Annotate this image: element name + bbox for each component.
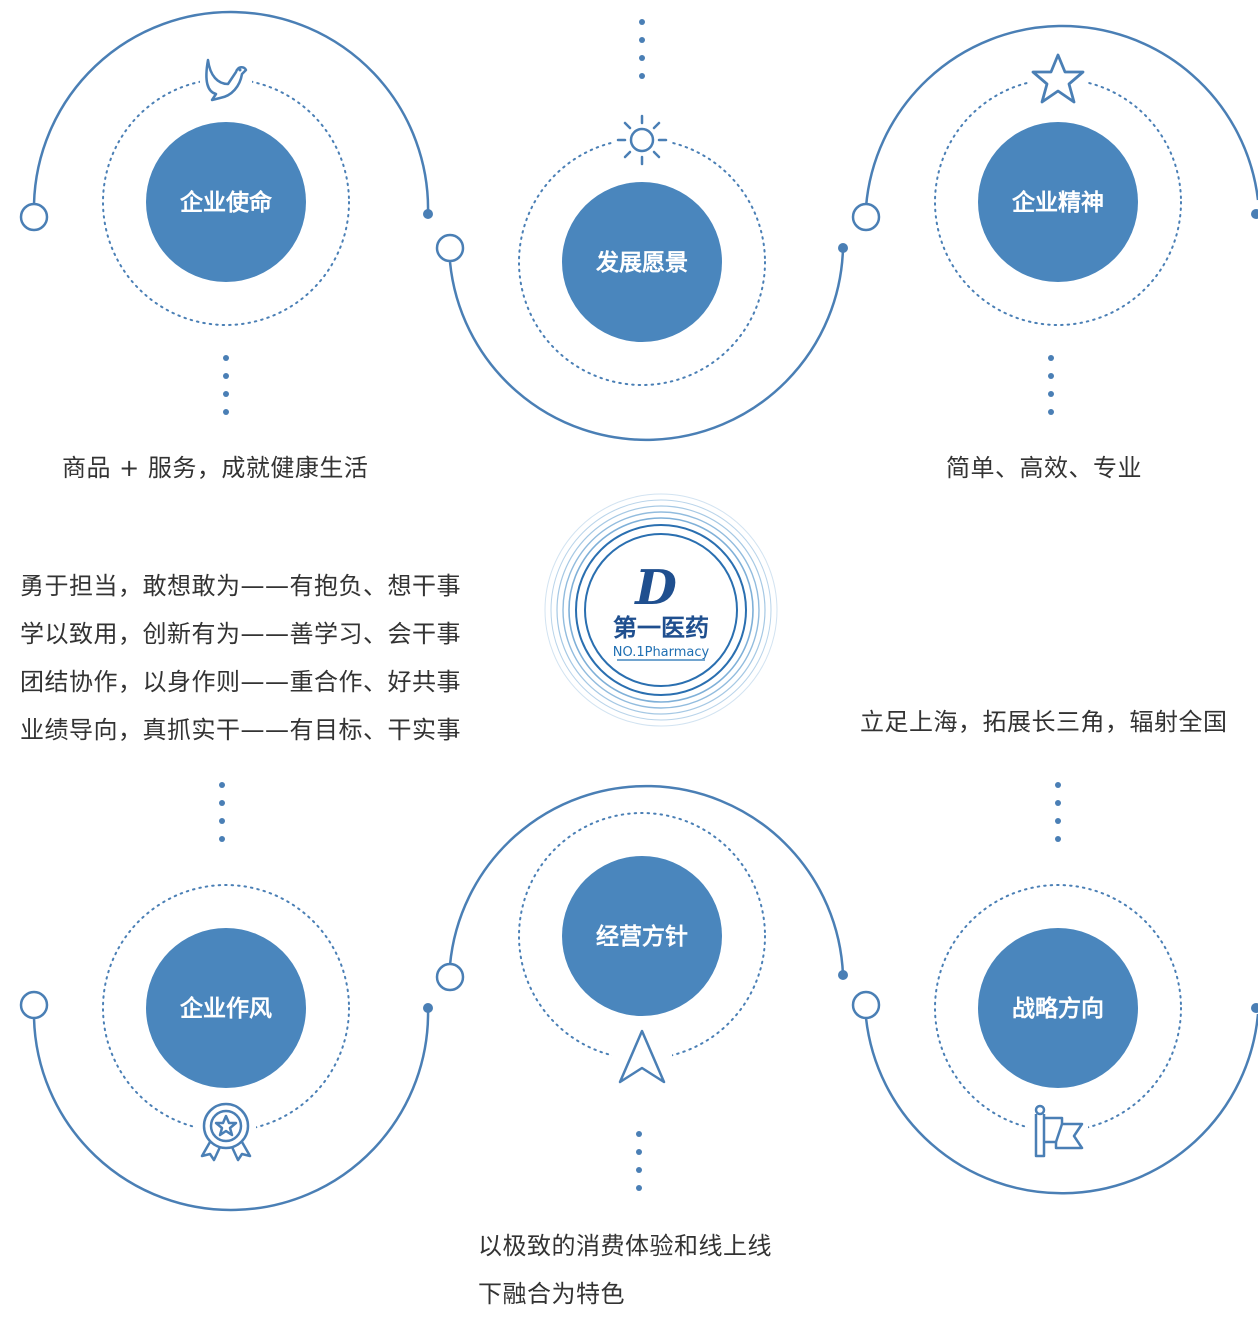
arc-policy xyxy=(448,784,845,976)
logo-rings xyxy=(544,493,778,727)
node-spirit: 企业精神 xyxy=(978,122,1138,282)
logo-name-cn: 第一医药 xyxy=(613,613,709,642)
node-strategy: 战略方向 xyxy=(978,928,1138,1088)
navigation-arrow-icon xyxy=(612,1028,672,1088)
arc-strategy xyxy=(864,1013,1258,1195)
ring-policy xyxy=(518,812,766,1060)
dot-connectors xyxy=(219,19,1061,1191)
node-policy: 经营方针 xyxy=(562,856,722,1016)
brand-logo: D 第一医药 NO.1Pharmacy xyxy=(544,493,778,727)
award-badge-icon xyxy=(196,1098,256,1162)
style-line: 勇于担当，敢想敢为——有抱负、想干事 xyxy=(20,572,461,600)
policy-line: 以极致的消费体验和线上线 xyxy=(478,1232,772,1260)
star-icon xyxy=(1028,50,1088,110)
ring-style xyxy=(102,884,350,1132)
node-title: 企业精神 xyxy=(1011,189,1104,216)
spirit-description: 简单、高效、专业 xyxy=(946,454,1142,482)
node-title: 企业作风 xyxy=(179,995,272,1022)
mission-description: 商品 + 服务，成就健康生活 xyxy=(62,454,369,482)
policy-description: 以极致的消费体验和线上线 下融合为特色 xyxy=(478,1222,772,1318)
node-title: 经营方针 xyxy=(596,923,688,950)
style-description: 勇于担当，敢想敢为——有抱负、想干事 学以致用，创新有为——善学习、会干事 团结… xyxy=(20,562,461,754)
node-title: 发展愿景 xyxy=(595,249,688,276)
style-line: 团结协作，以身作则——重合作、好共事 xyxy=(20,668,461,696)
style-line: 业绩导向，真抓实干——有目标、干实事 xyxy=(20,716,461,744)
node-style: 企业作风 xyxy=(146,928,306,1088)
style-line: 学以致用，创新有为——善学习、会干事 xyxy=(20,620,461,648)
flag-icon xyxy=(1028,1100,1088,1160)
connector-arcs xyxy=(32,10,1258,1212)
logo-name-en: NO.1Pharmacy xyxy=(613,645,710,660)
strategy-description: 立足上海，拓展长三角，辐射全国 xyxy=(860,708,1228,736)
node-title: 企业使命 xyxy=(179,189,273,216)
policy-line: 下融合为特色 xyxy=(478,1280,625,1308)
node-vision: 发展愿景 xyxy=(562,182,722,342)
arc-mission xyxy=(32,10,430,215)
node-mission: 企业使命 xyxy=(146,122,306,282)
dove-icon xyxy=(200,54,252,106)
arc-end-markers xyxy=(19,202,1258,1020)
arc-spirit xyxy=(864,24,1258,208)
sun-icon xyxy=(614,112,670,168)
ring-strategy xyxy=(934,884,1182,1132)
arc-style xyxy=(32,1007,430,1212)
node-title: 战略方向 xyxy=(1012,995,1104,1022)
logo-initial: D xyxy=(633,560,677,616)
arc-vision xyxy=(448,247,845,442)
